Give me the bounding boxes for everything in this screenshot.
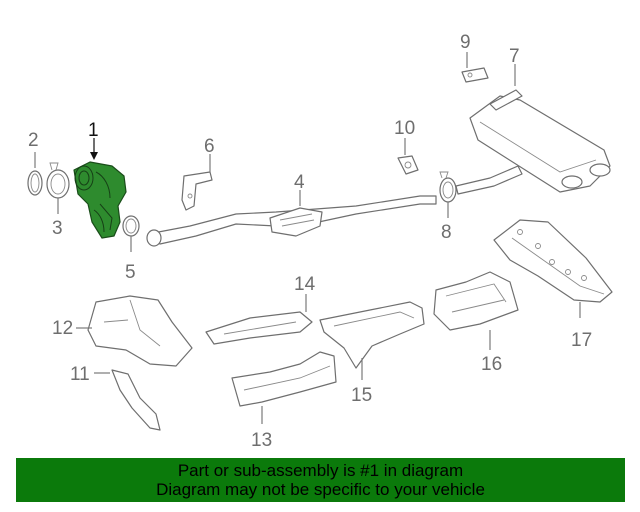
callout-14[interactable]: 14: [294, 274, 316, 295]
callout-2[interactable]: 2: [28, 130, 39, 151]
part-6-bracket[interactable]: [181, 171, 213, 211]
part-5-clamp[interactable]: [122, 215, 140, 237]
part-15-heat-shield[interactable]: [319, 301, 425, 369]
callout-17[interactable]: 17: [571, 330, 592, 351]
callout-1[interactable]: 1: [88, 120, 99, 141]
callout-4[interactable]: 4: [294, 172, 305, 193]
callout-7[interactable]: 7: [509, 46, 520, 67]
callout-10[interactable]: 10: [394, 118, 415, 139]
banner-line-2: Diagram may not be specific to your vehi…: [156, 480, 485, 499]
callout-3[interactable]: 3: [52, 218, 63, 239]
callout-6[interactable]: 6: [204, 136, 215, 157]
part-9-hanger-bracket[interactable]: [461, 67, 489, 83]
part-4-intermediate-pipe[interactable]: [146, 195, 437, 247]
callout-12[interactable]: 12: [52, 318, 73, 339]
part-13-heat-shield[interactable]: [231, 351, 337, 407]
part-11-heat-shield[interactable]: [111, 369, 161, 431]
part-12-heat-shield[interactable]: [87, 295, 193, 367]
part-8-clamp[interactable]: [439, 171, 457, 203]
callout-9[interactable]: 9: [460, 32, 471, 53]
part-14-heat-shield[interactable]: [205, 311, 313, 345]
leader-1: [90, 138, 98, 160]
callout-13[interactable]: 13: [251, 430, 272, 451]
banner-line-1: Part or sub-assembly is #1 in diagram: [177, 461, 464, 480]
part-7-rear-muffler[interactable]: [455, 89, 611, 195]
callout-16[interactable]: 16: [481, 354, 502, 375]
info-banner: Part or sub-assembly is #1 in diagram Di…: [16, 458, 625, 502]
part-10-hanger[interactable]: [397, 155, 419, 175]
part-1-catalytic-converter[interactable]: [73, 161, 127, 239]
part-17-heat-shield[interactable]: [493, 219, 613, 303]
part-3-clamp[interactable]: [46, 162, 70, 199]
callout-8[interactable]: 8: [441, 222, 452, 243]
callout-5[interactable]: 5: [125, 262, 136, 283]
callout-11[interactable]: 11: [70, 364, 90, 385]
callout-15[interactable]: 15: [351, 385, 372, 406]
part-2-gasket[interactable]: [27, 170, 43, 196]
part-16-heat-shield[interactable]: [433, 271, 519, 331]
